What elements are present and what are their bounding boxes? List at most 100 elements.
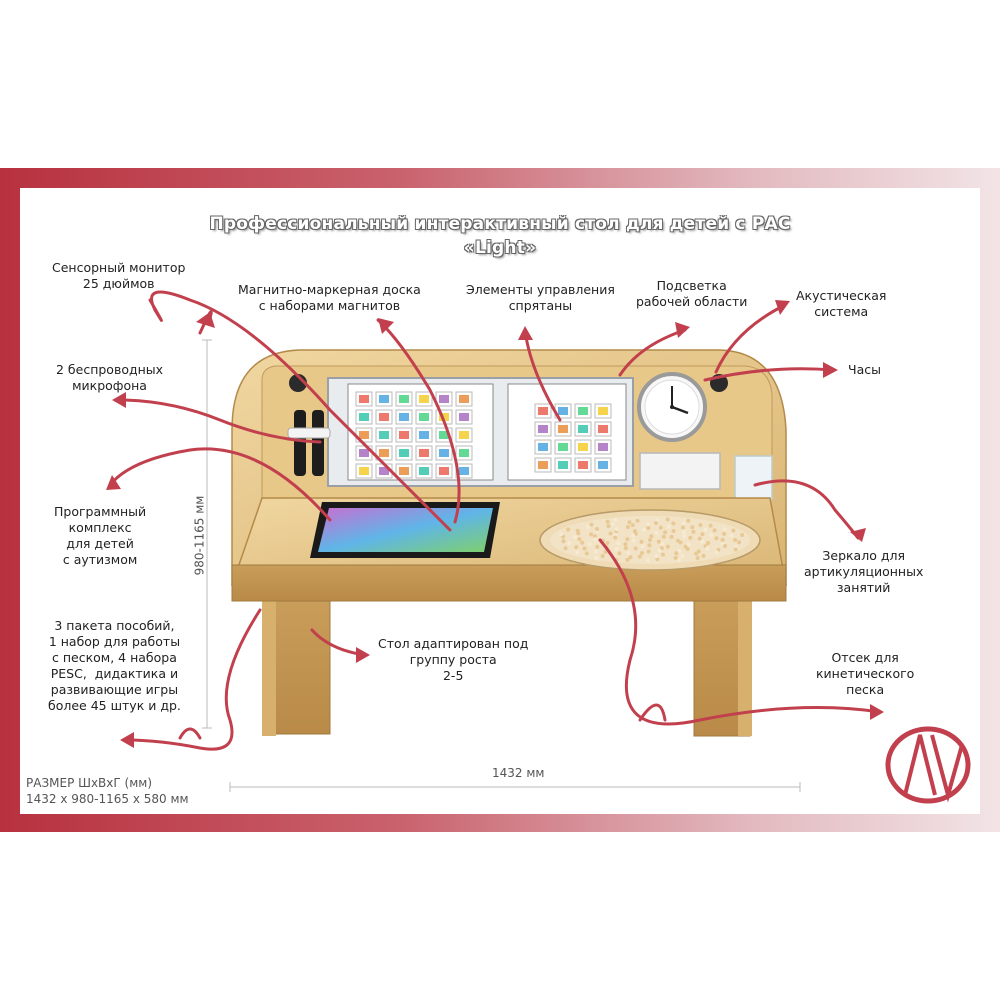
sand-grain bbox=[631, 538, 636, 543]
title-line-2: «Light» bbox=[463, 238, 537, 258]
sand-grain bbox=[669, 534, 674, 539]
magnet-card-picture bbox=[558, 425, 568, 433]
sand-grain bbox=[674, 551, 679, 556]
magnet-card-picture bbox=[598, 443, 608, 451]
sand-grain bbox=[645, 558, 650, 563]
magnet-card-picture bbox=[359, 395, 369, 403]
sand-grain bbox=[688, 535, 693, 540]
sand-grain bbox=[640, 551, 645, 556]
label-acoustic: Акустическая система bbox=[796, 288, 887, 319]
sand-grain bbox=[614, 546, 619, 551]
mirror-panel bbox=[734, 455, 773, 501]
label-sand: Отсек для кинетического песка bbox=[816, 650, 915, 697]
magnet-card-picture bbox=[538, 425, 548, 433]
magnet-card-picture bbox=[578, 425, 588, 433]
sand-grain bbox=[623, 546, 628, 551]
magnet-card-picture bbox=[379, 467, 389, 475]
sand-grain bbox=[709, 532, 714, 537]
sand-grain bbox=[617, 551, 622, 556]
sand-grain bbox=[639, 539, 644, 544]
sand-grain bbox=[616, 541, 621, 546]
sand-grain bbox=[695, 555, 700, 560]
label-lighting: Подсветка рабочей области bbox=[636, 278, 748, 309]
sand-grain bbox=[706, 541, 711, 546]
sand-grain bbox=[665, 544, 670, 549]
sand-grain bbox=[681, 529, 686, 534]
height-dimension bbox=[202, 339, 212, 729]
magnet-card-picture bbox=[578, 461, 588, 469]
magnet-card-picture bbox=[439, 413, 449, 421]
magnet-card-picture bbox=[538, 443, 548, 451]
magnet-card-picture bbox=[439, 449, 449, 457]
sand-grain bbox=[681, 521, 686, 526]
sand-grain bbox=[595, 544, 600, 549]
sand-grain bbox=[690, 525, 695, 530]
sand-grain bbox=[584, 551, 589, 556]
sand-grain bbox=[656, 539, 661, 544]
magnet-card-picture bbox=[578, 443, 588, 451]
sand-grain bbox=[606, 524, 611, 529]
sand-grain bbox=[635, 518, 640, 523]
sand-grain bbox=[654, 521, 659, 526]
magnet-card-picture bbox=[578, 407, 588, 415]
sand-grain bbox=[632, 529, 637, 534]
sand-grain bbox=[605, 519, 610, 524]
label-clock: Часы bbox=[848, 362, 881, 377]
label-mirror: Зеркало для артикуляционных занятий bbox=[804, 548, 924, 595]
sand-grain bbox=[631, 533, 636, 538]
magnet-card-picture bbox=[399, 395, 409, 403]
sand-grain bbox=[561, 539, 566, 544]
sand-grain bbox=[567, 541, 572, 546]
arrow-lighting bbox=[618, 328, 687, 377]
label-kits: 3 пакета пособий, 1 набор для работы с п… bbox=[48, 618, 181, 713]
sand-grain bbox=[700, 532, 705, 537]
sand-grain bbox=[627, 520, 632, 525]
sand-grain bbox=[722, 526, 727, 531]
sand-grain bbox=[630, 523, 635, 528]
sand-grain bbox=[701, 553, 706, 558]
sand-grain bbox=[673, 555, 678, 560]
sand-grain bbox=[663, 530, 668, 535]
sand-grain bbox=[582, 546, 587, 551]
magnet-card-picture bbox=[538, 407, 548, 415]
sand-grain bbox=[682, 534, 687, 539]
sand-grain bbox=[733, 537, 738, 542]
sand-grain bbox=[613, 517, 618, 522]
sand-grain bbox=[593, 537, 598, 542]
sand-grain bbox=[700, 539, 705, 544]
sand-grain bbox=[714, 536, 719, 541]
sand-grain bbox=[625, 525, 630, 530]
sand-grain bbox=[680, 525, 685, 530]
magnet-cards-right bbox=[534, 403, 612, 473]
sand-grain bbox=[648, 538, 652, 542]
sand-grain bbox=[600, 553, 605, 558]
magnet-card-picture bbox=[399, 467, 409, 475]
magnet-card-picture bbox=[399, 449, 409, 457]
sand-grain bbox=[626, 550, 631, 555]
sand-grain bbox=[731, 528, 736, 533]
sand-grain bbox=[705, 546, 710, 551]
magnet-card-picture bbox=[419, 467, 429, 475]
sand-grain bbox=[708, 523, 713, 528]
arrow-mic bbox=[116, 398, 322, 444]
sand-grain bbox=[665, 517, 670, 522]
arrow-mirror bbox=[753, 479, 860, 540]
sand-grain bbox=[563, 546, 568, 551]
sand-grain bbox=[658, 525, 663, 530]
sand-grain bbox=[647, 543, 652, 548]
arrow-sand-loop bbox=[638, 703, 667, 722]
arrow-clock bbox=[703, 367, 835, 382]
sand-grain bbox=[637, 554, 642, 559]
size-value: 1432 х 980-1165 х 580 мм bbox=[26, 792, 189, 806]
arrow-software bbox=[108, 447, 332, 522]
sand-grain bbox=[594, 556, 599, 561]
sand-grain bbox=[594, 549, 599, 554]
magnet-card-picture bbox=[439, 431, 449, 439]
magnet-card-picture bbox=[439, 467, 449, 475]
sand-grain bbox=[737, 540, 742, 545]
magnet-card-picture bbox=[359, 431, 369, 439]
sand-grain bbox=[559, 532, 564, 537]
sand-grain bbox=[686, 542, 691, 547]
sand-grain bbox=[575, 550, 580, 555]
